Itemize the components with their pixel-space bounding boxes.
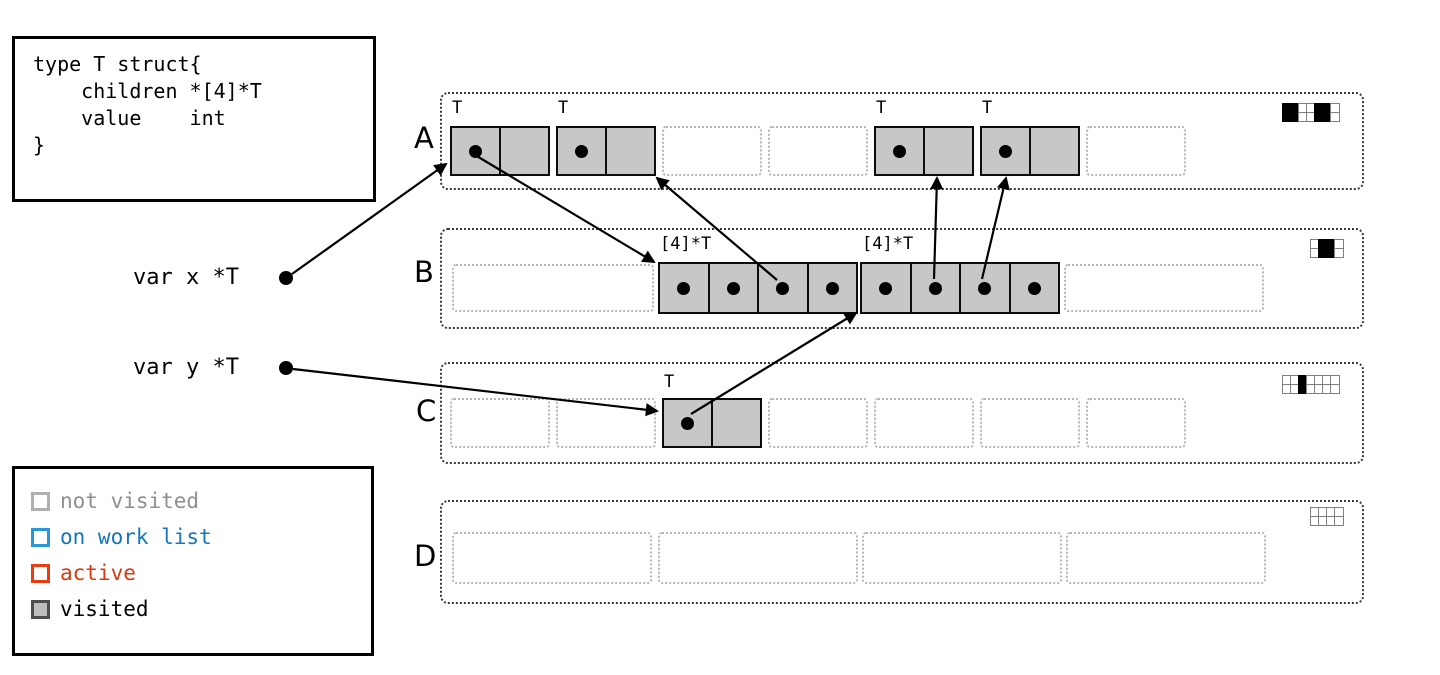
field-children [452, 128, 501, 174]
field-children [876, 128, 925, 174]
free-slot [862, 532, 1062, 584]
legend-box: not visited on work list active visited [12, 466, 374, 656]
type-label: [4]*T [660, 234, 712, 254]
legend-label: not visited [60, 489, 200, 513]
free-slot [768, 126, 868, 176]
type-label: T [664, 372, 675, 392]
legend-item-not-visited: not visited [31, 483, 371, 519]
type-label: T [452, 98, 463, 118]
array-element [809, 264, 857, 312]
pointer-dot [681, 416, 694, 430]
legend-item-active: active [31, 555, 371, 591]
code-line: children *[4]*T [33, 79, 262, 103]
pointer-dot [776, 281, 790, 295]
heap-object-t [450, 126, 550, 176]
legend-label: active [60, 561, 136, 585]
free-slot [452, 532, 652, 584]
array-element [912, 264, 961, 312]
array-element [660, 264, 710, 312]
field-value [1031, 128, 1078, 174]
free-slot [874, 398, 974, 448]
visited-swatch-icon [31, 599, 50, 619]
free-slot [658, 532, 858, 584]
heap-object-t [980, 126, 1080, 176]
type-label: T [982, 98, 993, 118]
array-element [1011, 264, 1059, 312]
mark-bitmap-d [1310, 507, 1344, 526]
free-slot [980, 398, 1080, 448]
pointer-dot [469, 144, 482, 158]
pointer-dot [726, 281, 740, 295]
pointer-dot [575, 144, 588, 158]
var-y-label: var y *T [133, 355, 239, 380]
pointer-dot [999, 144, 1012, 158]
type-label: T [558, 98, 569, 118]
type-label: T [876, 98, 887, 118]
pointer-dot [825, 281, 839, 295]
pointer-dot [978, 281, 992, 295]
field-value [925, 128, 972, 174]
free-slot [450, 398, 550, 448]
region-label-c: C [416, 394, 437, 428]
field-value [713, 400, 760, 446]
free-slot [1086, 398, 1186, 448]
pointer-dot [928, 281, 942, 295]
type-definition-box: type T struct{ children *[4]*T value int… [12, 36, 376, 202]
var-x-pointer-dot [279, 271, 293, 285]
var-y-pointer-dot [279, 361, 293, 375]
region-label-a: A [414, 121, 434, 155]
heap-object-t [662, 398, 762, 448]
mark-bitmap-a [1282, 103, 1340, 122]
type-label: [4]*T [862, 234, 914, 254]
free-slot [452, 264, 654, 312]
legend-label: visited [60, 597, 149, 621]
mark-bitmap-b [1310, 239, 1344, 258]
work-list-swatch-icon [31, 527, 50, 547]
heap-object-t [874, 126, 974, 176]
region-label-d: D [414, 539, 437, 573]
legend-item-visited: visited [31, 591, 371, 627]
code-line: type T struct{ [33, 52, 202, 76]
field-children [558, 128, 607, 174]
pointer-dot [879, 281, 893, 295]
heap-object-t [556, 126, 656, 176]
array-element [862, 264, 912, 312]
array-element [710, 264, 759, 312]
heap-object-array [860, 262, 1060, 314]
free-slot [1064, 264, 1264, 312]
pointer-dot [893, 144, 906, 158]
pointer-dot [1027, 281, 1041, 295]
mark-bitmap-c [1282, 375, 1340, 394]
var-x-label: var x *T [133, 265, 239, 290]
array-element [759, 264, 809, 312]
free-slot [1066, 532, 1266, 584]
not-visited-swatch-icon [31, 491, 50, 511]
field-children [982, 128, 1031, 174]
free-slot [768, 398, 868, 448]
region-label-b: B [414, 255, 434, 289]
free-slot [556, 398, 656, 448]
pointer-dot [677, 281, 691, 295]
heap-object-array [658, 262, 858, 314]
legend-label: on work list [60, 525, 212, 549]
field-children [664, 400, 713, 446]
free-slot [1086, 126, 1186, 176]
active-swatch-icon [31, 563, 50, 583]
field-value [607, 128, 654, 174]
field-value [501, 128, 548, 174]
legend-item-work-list: on work list [31, 519, 371, 555]
free-slot [662, 126, 762, 176]
code-line: } [33, 133, 46, 157]
code-line: value int [33, 106, 226, 130]
array-element [961, 264, 1011, 312]
